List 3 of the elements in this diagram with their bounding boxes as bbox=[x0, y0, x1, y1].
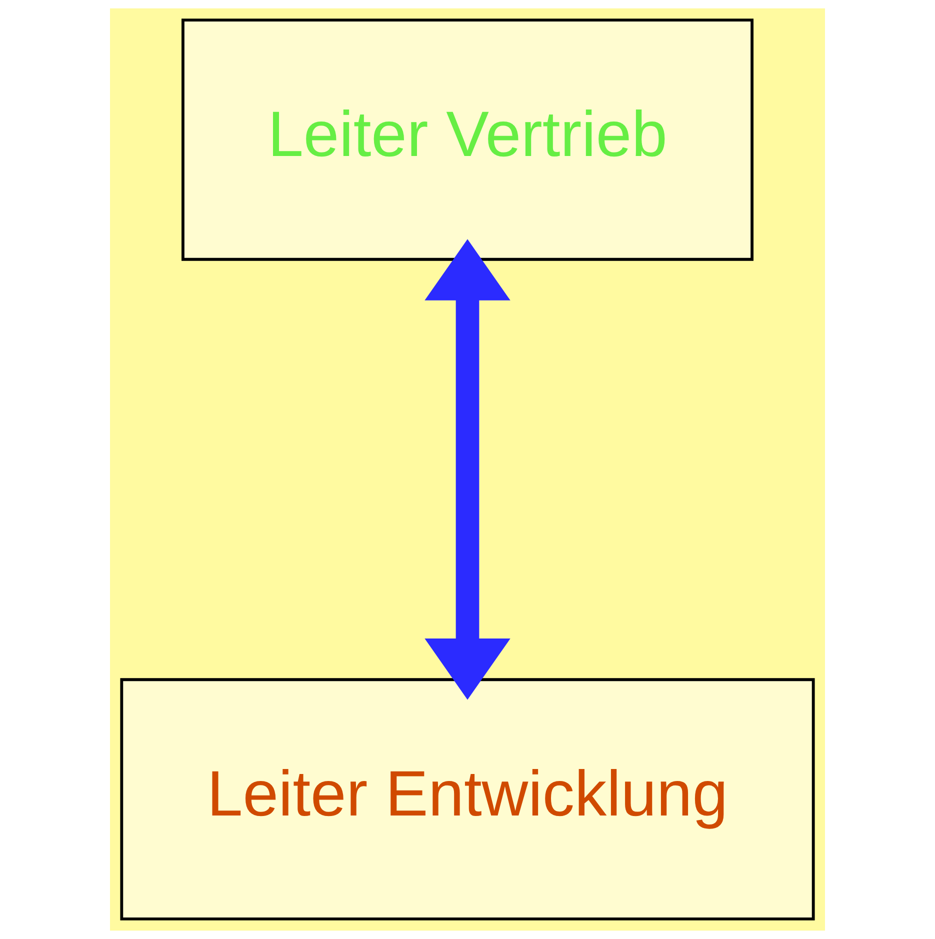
node-box: Leiter Vertrieb bbox=[182, 18, 754, 261]
arrow bbox=[424, 239, 510, 700]
node-box: Leiter Entwicklung bbox=[120, 678, 815, 920]
